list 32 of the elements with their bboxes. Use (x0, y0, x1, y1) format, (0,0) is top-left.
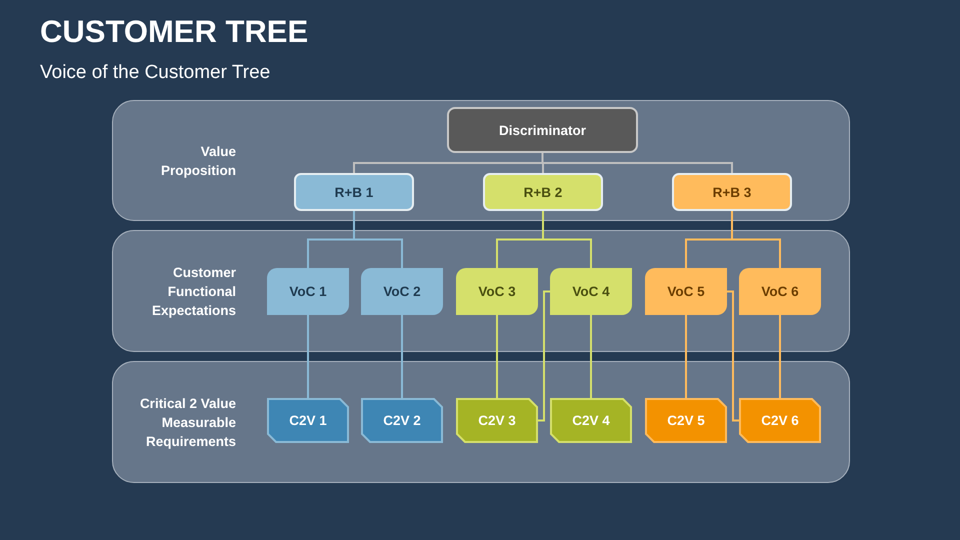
subtitle: Voice of the Customer Tree (40, 62, 270, 84)
group-box: R+B 2 (483, 173, 603, 211)
band-panel (112, 361, 850, 483)
group-box: R+B 1 (294, 173, 414, 211)
requirement-box: C2V 6 (739, 398, 821, 443)
title: CUSTOMER TREE (40, 14, 308, 50)
requirement-box: C2V 5 (645, 398, 727, 443)
requirement-box: C2V 3 (456, 398, 538, 443)
band-label: Customer Functional Expectations (150, 264, 236, 320)
expectation-box: VoC 5 (645, 268, 727, 315)
group-box: R+B 3 (672, 173, 792, 211)
connector-line (779, 315, 781, 398)
connector-line (685, 315, 687, 398)
expectation-box: VoC 2 (361, 268, 443, 315)
requirement-box: C2V 1 (267, 398, 349, 443)
connector-line (727, 290, 739, 422)
connector-line (401, 315, 403, 398)
connector-line (538, 290, 550, 422)
connector-line (307, 315, 309, 398)
requirement-box: C2V 2 (361, 398, 443, 443)
connector-line (496, 315, 498, 398)
expectation-box: VoC 6 (739, 268, 821, 315)
requirement-box: C2V 4 (550, 398, 632, 443)
band-panel (112, 230, 850, 352)
expectation-box: VoC 4 (550, 268, 632, 315)
root-box: Discriminator (447, 107, 638, 153)
expectation-box: VoC 3 (456, 268, 538, 315)
connector-line (590, 315, 592, 398)
expectation-box: VoC 1 (267, 268, 349, 315)
band-label: Critical 2 Value Measurable Requirements (138, 394, 236, 451)
band-panel (112, 100, 850, 221)
band-label: Value Proposition (160, 142, 236, 180)
